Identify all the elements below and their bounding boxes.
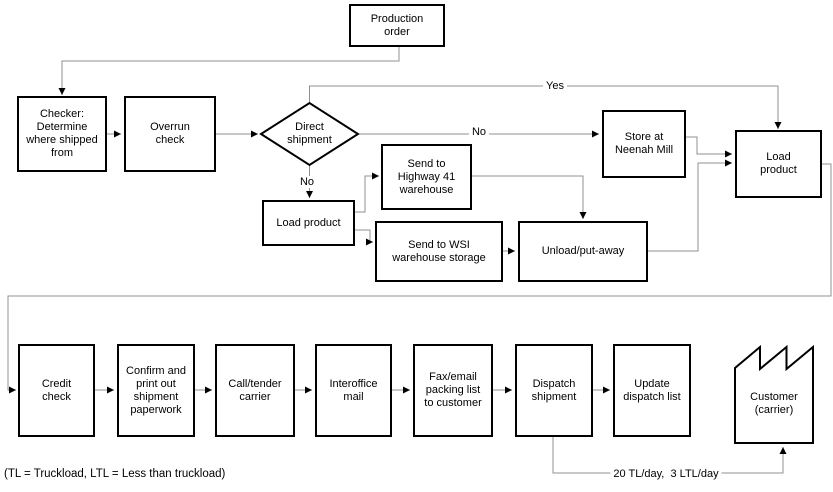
factory-icon bbox=[734, 344, 814, 444]
footnote-tl-ltl-legend: (TL = Truckload, LTL = Less than trucklo… bbox=[4, 468, 226, 480]
edge-highway41-to-unload bbox=[472, 175, 587, 219]
node-fax-email-packing-list: Fax/email packing list to customer bbox=[413, 344, 493, 437]
node-update-dispatch-list: Update dispatch list bbox=[613, 344, 691, 437]
edge-load-left-to-wsi bbox=[355, 229, 373, 246]
edge-load-right-to-credit-check bbox=[7, 163, 832, 394]
edge-store-to-load-right bbox=[686, 136, 732, 158]
node-unload-put-away: Unload/put-away bbox=[518, 221, 648, 282]
edge-decision-yes-to-load-product bbox=[309, 85, 782, 129]
edge-label-no-to-load: No bbox=[296, 176, 318, 188]
edge-label-no-to-store: No bbox=[468, 126, 490, 138]
edge-label-dispatch-rate: 20 TL/day, 3 LTL/day bbox=[610, 468, 722, 480]
edge-unload-to-load-right bbox=[648, 159, 732, 252]
node-call-tender-carrier: Call/tender carrier bbox=[215, 344, 295, 437]
node-production-order: Production order bbox=[349, 4, 445, 47]
edge-load-left-to-highway41 bbox=[355, 172, 379, 213]
decision-diamond-shape bbox=[259, 101, 360, 167]
node-send-to-highway-41-warehouse: Send to Highway 41 warehouse bbox=[381, 144, 472, 210]
node-interoffice-mail: Interoffice mail bbox=[315, 344, 392, 437]
node-load-product-right: Load product bbox=[735, 130, 822, 198]
node-checker-determine-where-shipped: Checker: Determine where shipped from bbox=[17, 96, 107, 172]
edge-production-to-checker bbox=[58, 47, 400, 95]
node-store-at-neenah-mill: Store at Neenah Mill bbox=[602, 110, 686, 178]
node-confirm-print-shipment-paperwork: Confirm and print out shipment paperwork bbox=[117, 344, 195, 437]
node-credit-check: Credit check bbox=[18, 344, 95, 437]
node-send-to-wsi-warehouse-storage: Send to WSI warehouse storage bbox=[375, 221, 503, 282]
node-dispatch-shipment: Dispatch shipment bbox=[515, 344, 593, 437]
node-load-product-left: Load product bbox=[262, 200, 355, 246]
edge-label-yes: Yes bbox=[543, 80, 567, 92]
node-overrun-check: Overrun check bbox=[124, 96, 216, 172]
